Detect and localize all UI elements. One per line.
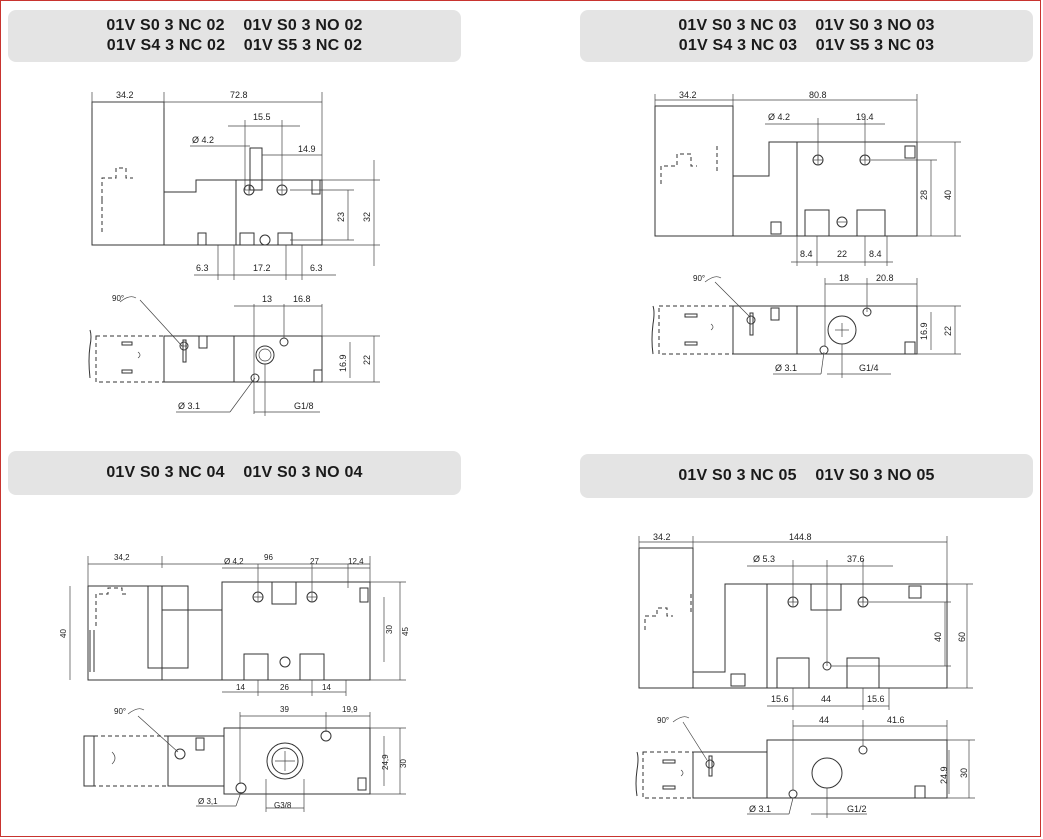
- dim-label: 14: [322, 683, 331, 692]
- top-view: 34.2 80.8 Ø 4.2 19.4 28 40 8.4 22 8.4: [654, 90, 961, 266]
- dim-label: 144.8: [789, 532, 812, 542]
- dim-label: 39: [280, 705, 289, 714]
- dim-label: Ø 3.1: [775, 363, 797, 373]
- dim-label: 30: [959, 768, 969, 778]
- valve-drawing: 34.2 72.8 15.5 Ø 4.2 14.9 23 32 6.3 17.2…: [88, 90, 380, 416]
- dim-label: 40: [59, 629, 68, 638]
- dim-label: 37.6: [847, 554, 865, 564]
- dim-label: 12,4: [348, 557, 364, 566]
- panel-04: 01V S0 3 NC 04 01V S0 3 NO 04 34,2 96 Ø …: [0, 418, 520, 836]
- dim-label: G1/2: [847, 804, 867, 814]
- title-line: 01V S0 3 NC 03 01V S0 3 NO 03: [678, 17, 935, 34]
- dim-label: 90°: [112, 294, 124, 303]
- dim-label: Ø 3.1: [749, 804, 771, 814]
- dim-label: 44: [819, 715, 829, 725]
- dim-label: G3/8: [274, 801, 292, 810]
- dim-label: 60: [957, 632, 967, 642]
- dim-label: 80.8: [809, 90, 827, 100]
- dim-label: 22: [837, 249, 847, 259]
- dim-label: 8.4: [869, 249, 882, 259]
- dim-label: 20.8: [876, 273, 894, 283]
- valve-drawing: 34.2 80.8 Ø 4.2 19.4 28 40 8.4 22 8.4: [651, 90, 961, 378]
- dim-label: 6.3: [310, 263, 323, 273]
- dim-label: 24.9: [939, 766, 949, 784]
- dim-label: 34.2: [116, 90, 134, 100]
- panel-03: 01V S0 3 NC 03 01V S0 3 NO 03 01V S4 3 N…: [521, 0, 1041, 418]
- dim-label: Ø 3,1: [198, 797, 218, 806]
- panel-title: 01V S0 3 NC 04 01V S0 3 NO 04: [8, 451, 461, 495]
- dim-label: 27: [310, 557, 319, 566]
- dim-label: 14: [236, 683, 245, 692]
- dim-label: 18: [839, 273, 849, 283]
- dim-label: 26: [280, 683, 289, 692]
- dim-label: G1/4: [859, 363, 879, 373]
- dim-label: 40: [943, 190, 953, 200]
- dim-label: 16.9: [338, 354, 348, 372]
- dim-label: Ø 3.1: [178, 401, 200, 411]
- dim-label: 72.8: [230, 90, 248, 100]
- panel-title: 01V S0 3 NC 02 01V S0 3 NO 02 01V S4 3 N…: [8, 10, 461, 62]
- dim-label: 90°: [114, 707, 126, 716]
- dim-label: 19,9: [342, 705, 358, 714]
- dim-label: 30: [385, 625, 394, 634]
- dim-label: Ø 4.2: [768, 112, 790, 122]
- dim-label: Ø 5.3: [753, 554, 775, 564]
- dim-label: 22: [943, 326, 953, 336]
- dim-label: 16.8: [293, 294, 311, 304]
- dim-label: 34.2: [653, 532, 671, 542]
- dim-label: 30: [399, 759, 408, 768]
- dim-label: 90°: [693, 274, 705, 283]
- dim-label: 45: [401, 627, 410, 636]
- valve-drawing: 34,2 96 Ø 4,2 27 12,4 40 30 45 14 26 14: [59, 553, 410, 812]
- dim-label: 17.2: [253, 263, 271, 273]
- title-line: 01V S0 3 NC 02 01V S0 3 NO 02: [106, 17, 363, 34]
- dim-label: Ø 4.2: [192, 135, 214, 145]
- dim-label: 24,9: [381, 754, 390, 770]
- panel-02: 01V S0 3 NC 02 01V S0 3 NO 02 01V S4 3 N…: [0, 0, 520, 418]
- dim-label: 32: [362, 212, 372, 222]
- side-view: 90° 44 41.6 24.9 30 Ø 3.1 G1/2: [635, 715, 975, 818]
- dim-label: Ø 4,2: [224, 557, 244, 566]
- dim-label: 41.6: [887, 715, 905, 725]
- dim-label: G1/8: [294, 401, 314, 411]
- dim-label: 34.2: [679, 90, 697, 100]
- title-line: 01V S4 3 NC 02 01V S5 3 NC 02: [106, 37, 363, 54]
- dim-label: 34,2: [114, 553, 130, 562]
- dim-label: 15.6: [771, 694, 789, 704]
- valve-drawing: 34.2 144.8 Ø 5.3 37.6 40 60 15.6 44 15.6: [635, 532, 975, 818]
- dim-label: 23: [336, 212, 346, 222]
- dim-label: 13: [262, 294, 272, 304]
- dim-label: 16.9: [919, 322, 929, 340]
- panel-title: 01V S0 3 NC 03 01V S0 3 NO 03 01V S4 3 N…: [580, 10, 1033, 62]
- dim-label: 40: [933, 632, 943, 642]
- dim-label: 14.9: [298, 144, 316, 154]
- dim-label: 96: [264, 553, 273, 562]
- side-view: 90° 13 16.8 16.9 22 Ø 3.1 G1/8: [88, 294, 380, 416]
- side-view: 90° 18 20.8 16.9 22 Ø 3.1 G1/4: [651, 273, 961, 378]
- top-view: 34.2 144.8 Ø 5.3 37.6 40 60 15.6 44 15.6: [638, 532, 973, 710]
- dim-label: 15.6: [867, 694, 885, 704]
- side-view: 90° 39 19,9 24,9 30 Ø 3,1 G3/8: [83, 705, 408, 812]
- dim-label: 22: [362, 355, 372, 365]
- top-view: 34.2 72.8 15.5 Ø 4.2 14.9 23 32 6.3 17.2…: [91, 90, 380, 280]
- panel-title: 01V S0 3 NC 05 01V S0 3 NO 05: [580, 454, 1033, 498]
- dim-label: 15.5: [253, 112, 271, 122]
- dim-label: 19.4: [856, 112, 874, 122]
- dim-label: 28: [919, 190, 929, 200]
- dim-label: 90°: [657, 716, 669, 725]
- title-line: 01V S4 3 NC 03 01V S5 3 NC 03: [678, 37, 935, 54]
- dim-label: 44: [821, 694, 831, 704]
- title-line: 01V S0 3 NC 05 01V S0 3 NO 05: [678, 467, 935, 484]
- panel-05: 01V S0 3 NC 05 01V S0 3 NO 05 34.2 144.8…: [521, 418, 1041, 836]
- top-view: 34,2 96 Ø 4,2 27 12,4 40 30 45 14 26 14: [59, 553, 410, 696]
- dim-label: 6.3: [196, 263, 209, 273]
- dim-label: 8.4: [800, 249, 813, 259]
- title-line: 01V S0 3 NC 04 01V S0 3 NO 04: [106, 464, 363, 481]
